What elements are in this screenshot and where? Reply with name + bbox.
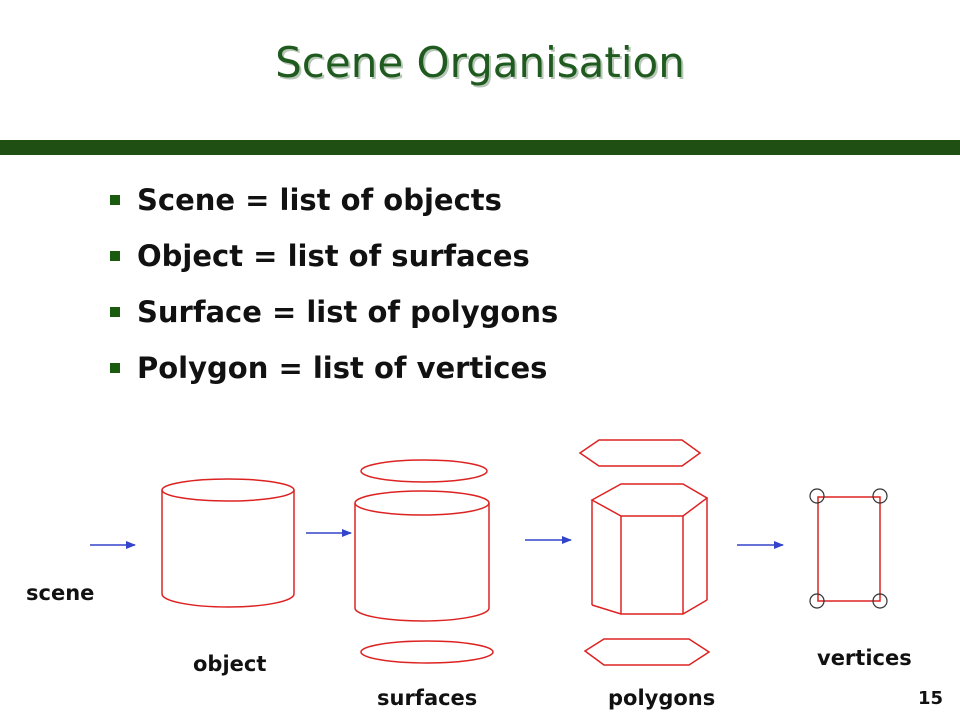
square-bullet-icon — [110, 195, 120, 205]
bullet-text: Object = list of surfaces — [137, 239, 530, 273]
title-divider-bar — [0, 140, 960, 155]
label-object: object — [193, 652, 267, 676]
label-scene: scene — [26, 581, 95, 605]
polygons-hexagonal-prism-shape — [578, 439, 711, 666]
slide-page-number: 15 — [918, 688, 944, 709]
vertex-circle-icon — [809, 593, 825, 609]
square-bullet-icon — [110, 307, 120, 317]
bullet-text: Scene = list of objects — [137, 183, 502, 217]
vertices-rectangle-shape — [817, 496, 881, 602]
vertex-circle-icon — [872, 593, 888, 609]
bullet-item: Surface = list of polygons — [110, 288, 558, 344]
bullet-list: Scene = list of objects Object = list of… — [110, 176, 558, 400]
vertex-circle-icon — [872, 488, 888, 504]
vertex-circle-icon — [809, 488, 825, 504]
square-bullet-icon — [110, 363, 120, 373]
slide-title: Scene Organisation — [275, 38, 685, 87]
bullet-item: Polygon = list of vertices — [110, 344, 558, 400]
bullet-text: Surface = list of polygons — [137, 295, 559, 329]
bullet-item: Scene = list of objects — [110, 176, 558, 232]
vertex-markers — [809, 488, 888, 609]
square-bullet-icon — [110, 251, 120, 261]
label-polygons: polygons — [608, 686, 716, 710]
surfaces-exploded-cylinder-shape — [354, 459, 494, 664]
label-vertices: vertices — [817, 646, 912, 670]
object-cylinder-shape — [161, 478, 295, 608]
label-surfaces: surfaces — [377, 686, 478, 710]
bullet-text: Polygon = list of vertices — [137, 351, 548, 385]
bullet-item: Object = list of surfaces — [110, 232, 558, 288]
